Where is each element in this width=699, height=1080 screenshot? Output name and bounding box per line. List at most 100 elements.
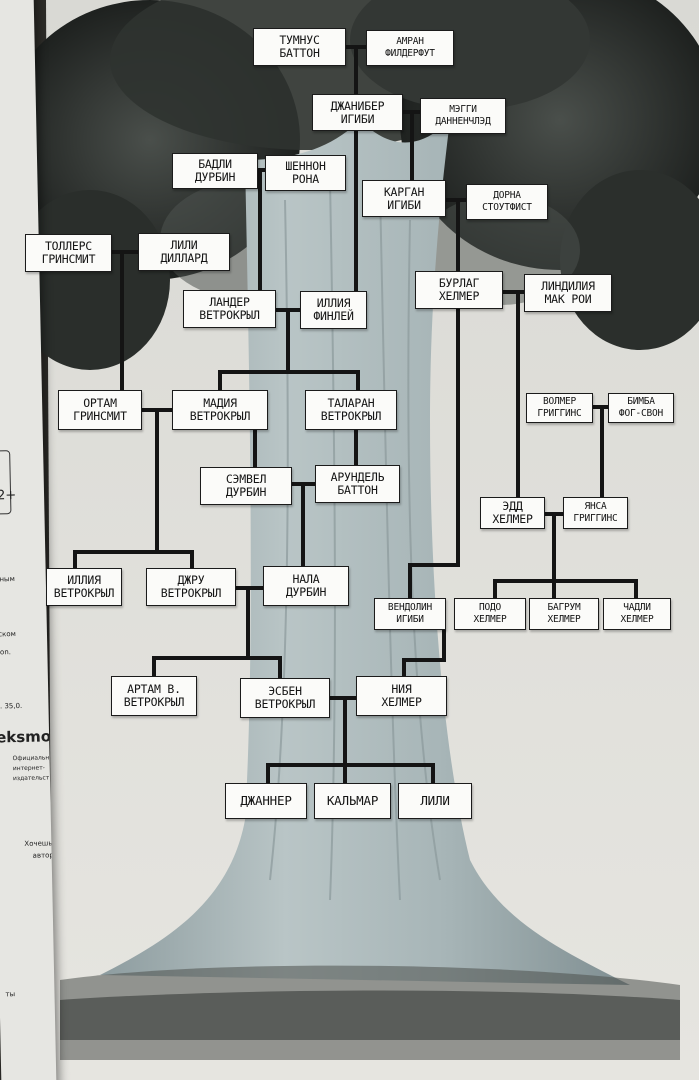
person-surname: ХЕЛМЕР [381, 695, 422, 709]
person-surname: ИГИБИ [396, 614, 424, 625]
person-surname: ДУРБИН [194, 170, 236, 184]
left-page-fragment: льным [0, 575, 15, 584]
person-name: ЛАНДЕР [209, 295, 250, 309]
person-box: БИМБА ФОГ-СВОН [608, 393, 674, 423]
person-name: ИЛЛИЯ [316, 296, 351, 310]
person-name: МАДИЯ [203, 396, 237, 410]
person-box: АРТАМ В. ВЕТРОКРЫЛ [111, 676, 197, 716]
person-box: АРУНДЕЛЬ БАТТОН [315, 465, 400, 503]
person-name: БАДЛИ [198, 157, 232, 171]
publisher-logo-text: eksmo [0, 727, 52, 747]
person-surname: РОНА [292, 172, 319, 186]
person-box: ЧАДЛИ ХЕЛМЕР [603, 598, 671, 630]
person-name: АРТАМ В. [127, 682, 181, 696]
person-box: ТУМНУС БАТТОН [253, 28, 346, 66]
tree-trunk [100, 120, 630, 985]
person-name: ОРТАМ [83, 396, 117, 410]
left-page-fragment: Официальн [12, 754, 50, 763]
person-name: ТОЛЛЕРС [44, 239, 93, 253]
person-name: ЭСБЕН [268, 684, 302, 698]
person-box: ДЖАНИБЕР ИГИБИ [312, 94, 403, 131]
left-page-fragment: интернет- [12, 764, 45, 773]
person-name: ПОДО [478, 602, 502, 613]
person-box: ШЕННОН РОНА [265, 155, 346, 191]
person-surname: ГРИНСМИТ [41, 252, 96, 266]
person-name: ДЖРУ [177, 573, 205, 587]
person-surname: ИГИБИ [340, 111, 375, 126]
person-box: ПОДО ХЕЛМЕР [454, 598, 526, 630]
person-name: ИЛЛИЯ [67, 573, 101, 587]
person-name: ТУМНУС [279, 33, 320, 47]
person-surname: ХЕЛМЕР [473, 614, 507, 625]
age-rating-badge [0, 450, 12, 515]
person-box: ТОЛЛЕРС ГРИНСМИТ [25, 234, 112, 272]
person-name: ВЕНДОЛИН [387, 602, 433, 613]
person-box: ВЕНДОЛИН ИГИБИ [374, 598, 446, 630]
person-surname: ХЕЛМЕР [547, 614, 581, 625]
person-box: МАДИЯ ВЕТРОКРЫЛ [172, 390, 268, 430]
person-surname: ВЕТРОКРЫЛ [199, 308, 260, 322]
person-box: ТАЛАРАН ВЕТРОКРЫЛ [305, 390, 397, 430]
person-surname: ХЕЛМЕР [492, 512, 533, 526]
person-name: БИМБА [627, 396, 655, 407]
person-box: ЭДД ХЕЛМЕР [480, 497, 545, 529]
person-surname: БАТТОН [337, 483, 378, 497]
person-name: ЛИЛИ [170, 238, 198, 252]
person-surname: ВЕТРОКРЫЛ [189, 409, 251, 423]
left-page-fragment: еском [0, 630, 17, 639]
person-box: ДЖРУ ВЕТРОКРЫЛ [146, 568, 236, 606]
person-box: БАГРУМ ХЕЛМЕР [529, 598, 599, 630]
person-name: НАЛА [292, 572, 320, 586]
person-name: ЯНСА [584, 501, 607, 512]
person-surname: ИГИБИ [387, 197, 421, 212]
person-name: ДЖАНИБЕР [330, 98, 385, 113]
person-box: ДЖАННЕР [225, 783, 307, 819]
person-surname: ФОГ-СВОН [618, 408, 664, 419]
family-tree-lines [73, 45, 638, 785]
person-surname: ВЕТРОКРЫЛ [123, 695, 185, 709]
person-box: ВОЛМЕР ГРИГГИНС [526, 393, 593, 423]
person-name: БУРЛАГ [438, 276, 480, 290]
left-page-fragment: издательст [12, 774, 50, 783]
person-name: БАГРУМ [547, 602, 581, 613]
person-name: СЭМВЕЛ [225, 472, 267, 486]
person-name: ЧАДЛИ [623, 602, 651, 613]
person-box: НАЛА ДУРБИН [263, 566, 349, 606]
person-box: ЛИЛИ ДИЛЛАРД [138, 233, 230, 271]
person-surname: ФИНЛЕЙ [313, 309, 354, 323]
person-name: НИЯ [391, 682, 412, 696]
person-surname: ГРИГГИНС [537, 408, 582, 419]
person-name: ЭДД [502, 499, 523, 513]
person-surname: ДАННЕНЧЛЭД [435, 116, 491, 127]
person-name: КАРГАН [383, 184, 425, 199]
person-name: ЛИЛИ [420, 793, 450, 808]
person-surname: ХЕЛМЕР [620, 614, 654, 625]
left-page-fragment: ты [5, 990, 16, 999]
person-name: ЛИНДИЛИЯ [541, 279, 595, 293]
person-box: ЛАНДЕР ВЕТРОКРЫЛ [183, 290, 276, 328]
person-name: МЭГГИ [449, 104, 477, 115]
person-box: СЭМВЕЛ ДУРБИН [200, 467, 292, 505]
left-page-fragment: son. [0, 648, 12, 657]
person-surname: ФИЛДЕРФУТ [385, 48, 435, 59]
person-surname: ХЕЛМЕР [438, 289, 480, 303]
person-surname: ВЕТРОКРЫЛ [320, 409, 382, 423]
person-box: ДОРНА СТОУТФИСТ [466, 184, 548, 220]
person-surname: СТОУТФИСТ [482, 202, 532, 213]
person-box: АМРАН ФИЛДЕРФУТ [366, 30, 454, 66]
person-name: ШЕННОН [285, 159, 326, 173]
person-box: БАДЛИ ДУРБИН [172, 153, 258, 189]
person-box: ЭСБЕН ВЕТРОКРЫЛ [240, 678, 330, 718]
person-box: ЛИНДИЛИЯ МАК РОИ [524, 274, 612, 312]
person-surname: ГРИНСМИТ [73, 409, 127, 423]
person-name: АРУНДЕЛЬ [330, 470, 385, 484]
left-page-fragment: л. 35,0. [0, 701, 23, 711]
person-name: ВОЛМЕР [542, 396, 577, 407]
person-name: АМРАН [396, 36, 424, 47]
person-surname: ВЕТРОКРЫЛ [53, 586, 115, 600]
person-surname: ДИЛЛАРД [160, 251, 208, 265]
person-name: ДЖАННЕР [240, 793, 292, 808]
person-name: КАЛЬМАР [326, 793, 379, 808]
